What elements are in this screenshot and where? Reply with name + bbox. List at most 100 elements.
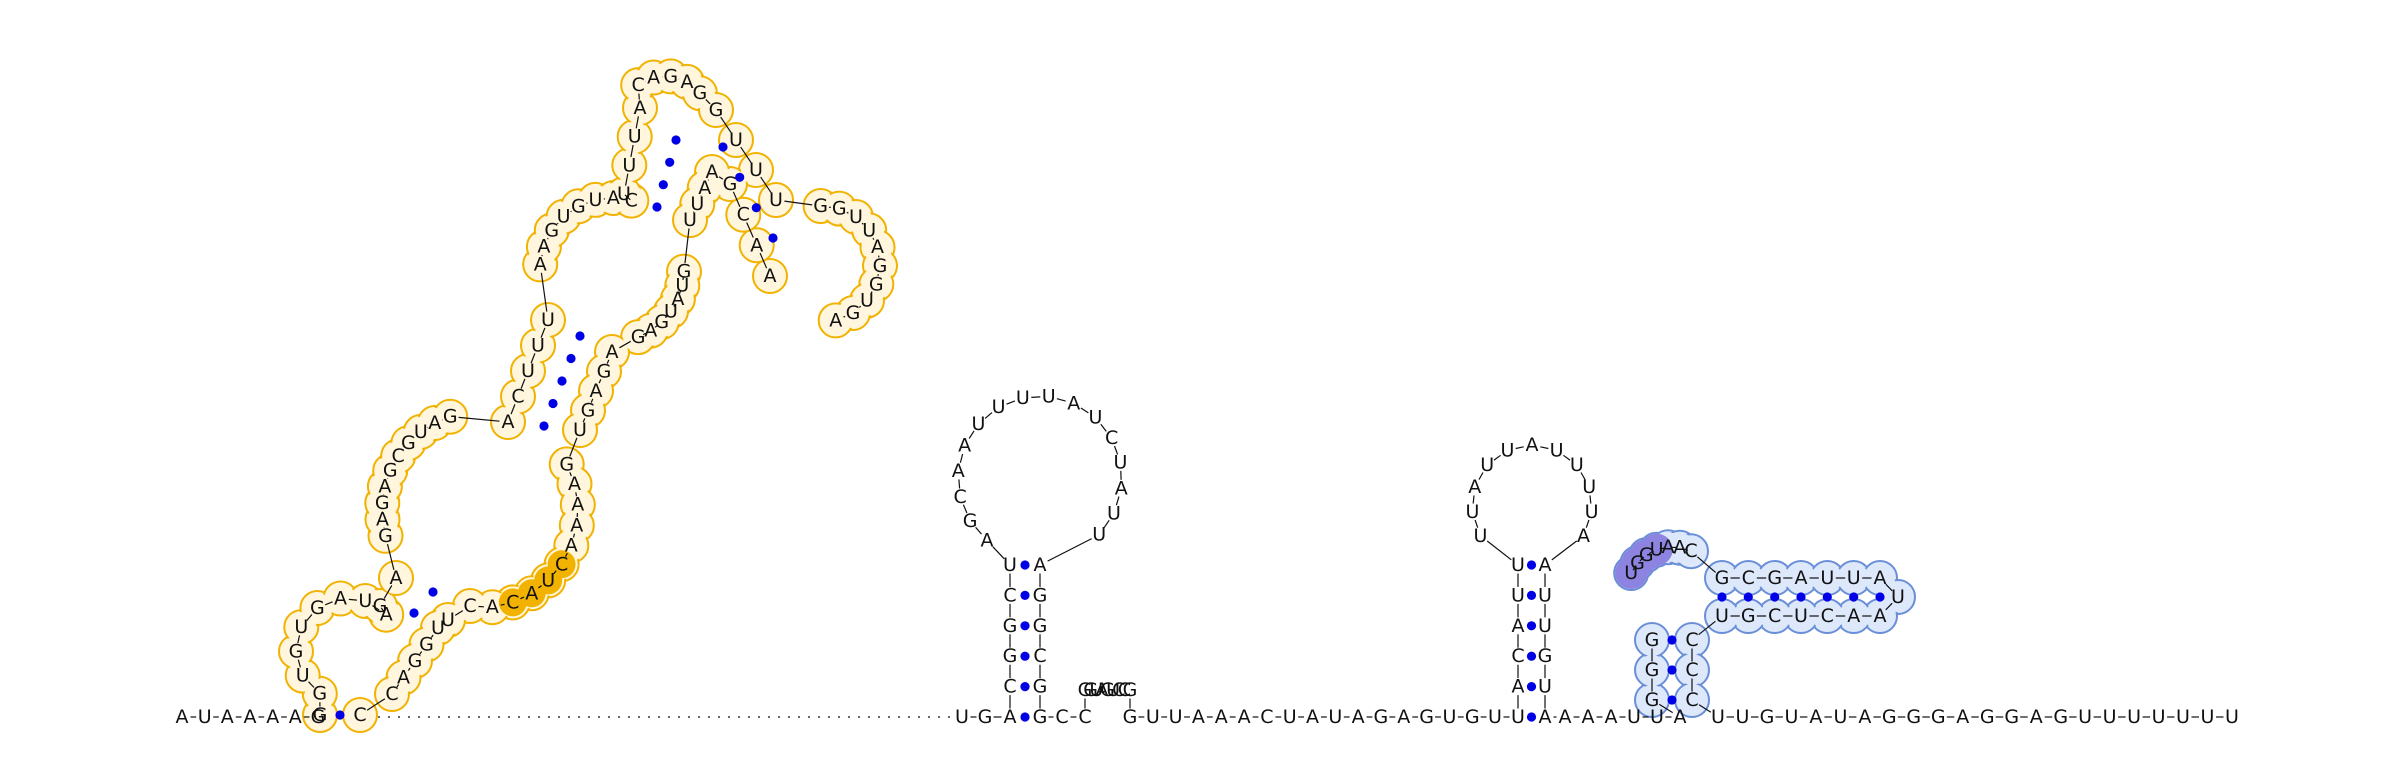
nucleotide-a: A xyxy=(1468,476,1481,498)
nucleotide-u: U xyxy=(1538,615,1552,637)
base-pair-dot xyxy=(1526,712,1537,722)
nucleotide-u: U xyxy=(849,206,863,228)
nucleotide-a: A xyxy=(1397,706,1410,728)
nucleotide-g: G xyxy=(1645,659,1660,681)
nucleotide-a: A xyxy=(525,582,538,604)
nucleotide-u: U xyxy=(1042,386,1056,408)
domain-envelope-core xyxy=(623,322,654,353)
nucleotide-a: A xyxy=(644,320,657,342)
nucleotide-a: A xyxy=(1605,706,1618,728)
nucleotide-u: U xyxy=(1550,439,1564,461)
nucleotide-c: C xyxy=(1685,629,1698,651)
backbone-link xyxy=(968,430,975,439)
backbone-link xyxy=(746,222,754,238)
nucleotide-a: A xyxy=(397,667,410,689)
nucleotide-a: A xyxy=(221,706,234,728)
base-pair-dot xyxy=(548,398,558,409)
nucleotide-u: U xyxy=(1169,706,1183,728)
nucleotide-c: C xyxy=(555,553,568,575)
domain-envelope-core xyxy=(381,563,411,593)
base-pair-dot xyxy=(539,421,549,431)
nucleotide-u: U xyxy=(588,189,602,211)
backbone-link xyxy=(1885,602,1893,611)
base-pair-dot xyxy=(1526,560,1537,570)
backbone-link xyxy=(1115,496,1120,506)
domain-envelope-core xyxy=(1786,563,1816,593)
backbone-link xyxy=(348,598,357,601)
nucleotide-a: A xyxy=(1526,434,1539,456)
backbone-link xyxy=(598,379,602,384)
nucleotide-u: U xyxy=(675,275,689,297)
nucleotide-u: U xyxy=(862,219,876,241)
nucleotide-c: C xyxy=(1003,584,1016,606)
backbone-link xyxy=(870,291,873,294)
nucleotide-a: A xyxy=(952,460,965,482)
nucleotide-g: G xyxy=(1003,645,1018,667)
domain-envelope-core xyxy=(1707,563,1737,593)
nucleotide-g: G xyxy=(631,326,646,348)
backbone-link xyxy=(1100,423,1107,432)
nucleotide-a: A xyxy=(1004,706,1017,728)
backbone-link xyxy=(1682,548,1689,551)
backbone-link xyxy=(553,570,557,575)
backbone-link xyxy=(1885,583,1893,592)
domain-envelope-core xyxy=(345,700,375,730)
backbone-link xyxy=(530,353,536,364)
backbone-link xyxy=(984,412,993,419)
backbone-link xyxy=(975,526,982,535)
base-pair-dot xyxy=(1020,590,1030,601)
nucleotide-u: U xyxy=(557,206,571,228)
backbone-link xyxy=(732,191,741,208)
nucleotide-c: C xyxy=(954,486,967,508)
base-pair-dot xyxy=(575,331,585,341)
backbone-link xyxy=(1486,540,1512,561)
backbone-link xyxy=(575,492,578,497)
nucleotide-u: U xyxy=(1511,706,1525,728)
nucleotide-g: G xyxy=(312,683,327,705)
nucleotide-a: A xyxy=(871,236,884,258)
nucleotide-a: A xyxy=(1577,525,1590,547)
nucleotide-a: A xyxy=(647,67,660,89)
nucleotide-u: U xyxy=(1538,676,1552,698)
nucleotide-a: A xyxy=(1115,477,1128,499)
nucleotide-a: A xyxy=(176,706,189,728)
domain-envelope-core xyxy=(820,305,851,336)
base-pair-dot xyxy=(658,180,668,190)
nucleotide-a: A xyxy=(428,412,441,434)
backbone-link xyxy=(858,305,862,308)
backbone-link xyxy=(419,651,423,655)
backbone-link xyxy=(684,228,690,264)
nucleotide-g: G xyxy=(401,432,416,454)
nucleotide-u: U xyxy=(1488,706,1502,728)
base-pair-dot xyxy=(1796,592,1806,602)
nucleotide-u: U xyxy=(1736,706,1750,728)
backbone-link xyxy=(664,315,668,319)
domain-envelope-core xyxy=(1707,601,1737,631)
nucleotide-c: C xyxy=(1118,679,1131,701)
nucleotide-c: C xyxy=(1078,706,1091,728)
nucleotide-g: G xyxy=(313,704,328,726)
backbone-link xyxy=(740,146,752,164)
nucleotide-u: U xyxy=(749,159,763,181)
nucleotide-u: U xyxy=(1784,706,1798,728)
nucleotide-a: A xyxy=(1874,605,1887,627)
nucleotide-c: C xyxy=(511,386,524,408)
backbone-link xyxy=(564,552,568,557)
backbone-link xyxy=(380,607,386,614)
nucleotide-g: G xyxy=(597,361,612,383)
backbone-link xyxy=(1540,446,1549,450)
domain-envelope-core xyxy=(325,583,356,614)
base-pair-dot xyxy=(1020,682,1030,692)
nucleotide-g: G xyxy=(1741,605,1756,627)
nucleotide-a: A xyxy=(1034,554,1047,576)
nucleotide-u: U xyxy=(628,126,642,148)
domain-envelope-core xyxy=(455,591,485,621)
domain-envelope-core xyxy=(1733,601,1764,631)
domain-envelope-core xyxy=(513,356,543,386)
backbone-link xyxy=(1585,519,1590,528)
base-pair-dot xyxy=(1020,651,1030,661)
nucleotide-a: A xyxy=(764,265,777,287)
base-pair-dot xyxy=(1743,592,1753,602)
nucleotide-u: U xyxy=(2225,706,2239,728)
